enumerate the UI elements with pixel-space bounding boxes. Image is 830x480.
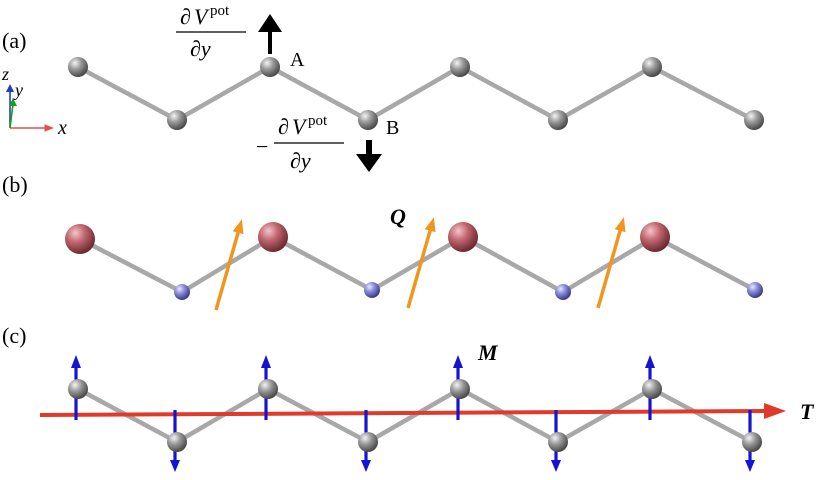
z-axis-head bbox=[6, 84, 14, 92]
atom-large bbox=[65, 224, 95, 254]
t-arrow-head bbox=[764, 403, 786, 419]
top-numerator-partial: ∂ bbox=[180, 4, 191, 29]
force-down-arrow bbox=[356, 140, 382, 172]
atom-small bbox=[555, 284, 571, 300]
atom-small bbox=[364, 282, 380, 298]
atom bbox=[167, 110, 187, 130]
top-denominator: ∂y bbox=[190, 36, 211, 61]
bond bbox=[174, 64, 273, 123]
panel-label-b: (b) bbox=[2, 172, 28, 197]
bond bbox=[267, 64, 371, 123]
bond bbox=[457, 386, 561, 445]
panel-a-chain bbox=[68, 57, 764, 130]
top-numerator-sup: pot bbox=[210, 3, 230, 19]
bond bbox=[457, 64, 561, 123]
bond bbox=[555, 386, 655, 445]
force-up-arrow bbox=[258, 14, 282, 54]
coordinate-axes: x y z bbox=[1, 64, 67, 139]
m-arrow-head bbox=[645, 355, 655, 368]
bond bbox=[77, 236, 185, 295]
atom-large bbox=[640, 222, 670, 252]
panel-b-chain bbox=[65, 217, 763, 311]
atom bbox=[642, 57, 662, 77]
m-arrow-head bbox=[453, 355, 463, 368]
atom bbox=[548, 432, 568, 452]
site-label-a: A bbox=[290, 49, 305, 71]
bond bbox=[75, 64, 180, 123]
q-arrow bbox=[214, 219, 244, 311]
top-numerator-var: V bbox=[194, 4, 210, 29]
bond bbox=[555, 64, 655, 123]
y-axis-line bbox=[9, 103, 14, 129]
bottom-denominator: ∂y bbox=[290, 148, 311, 173]
force-expression-bottom: − ∂ V pot ∂y bbox=[256, 113, 344, 173]
atom bbox=[167, 432, 187, 452]
q-arrow bbox=[406, 217, 436, 309]
m-arrow-head bbox=[361, 460, 371, 472]
atom-small bbox=[747, 282, 763, 298]
bond bbox=[365, 64, 463, 123]
bottom-numerator-partial: ∂ bbox=[278, 114, 289, 139]
m-arrow-head bbox=[170, 460, 180, 472]
bond bbox=[649, 386, 755, 445]
m-vector-label: M bbox=[477, 340, 499, 365]
m-arrow-head bbox=[745, 460, 755, 472]
m-arrow-head bbox=[551, 460, 561, 472]
panel-c-chain bbox=[39, 355, 786, 472]
atom bbox=[358, 432, 378, 452]
y-axis-head bbox=[9, 98, 17, 106]
atom bbox=[642, 379, 662, 399]
atom bbox=[358, 110, 378, 130]
atom bbox=[68, 57, 88, 77]
bottom-sign: − bbox=[256, 134, 268, 159]
site-label-b: B bbox=[386, 117, 399, 139]
atom bbox=[450, 379, 470, 399]
x-axis-label: x bbox=[57, 117, 67, 139]
panel-label-a: (a) bbox=[2, 28, 26, 53]
atom-small bbox=[174, 284, 190, 300]
bond bbox=[649, 64, 757, 123]
z-axis-label: z bbox=[1, 64, 9, 84]
t-vector-label: T bbox=[800, 399, 815, 424]
bottom-numerator-sup: pot bbox=[308, 113, 328, 129]
q-arrow bbox=[596, 217, 626, 309]
atom bbox=[450, 57, 470, 77]
bottom-numerator-var: V bbox=[292, 114, 308, 139]
bond bbox=[460, 234, 566, 295]
m-arrow-head bbox=[71, 355, 81, 368]
bond bbox=[265, 386, 371, 445]
atom bbox=[68, 379, 88, 399]
panel-label-c: (c) bbox=[2, 323, 26, 348]
atom-large bbox=[258, 222, 288, 252]
force-expression-top: ∂ V pot ∂y bbox=[176, 3, 246, 61]
atom-large bbox=[448, 222, 478, 252]
atom bbox=[742, 432, 762, 452]
bond bbox=[652, 234, 758, 293]
bond bbox=[270, 234, 375, 293]
bond bbox=[369, 234, 466, 293]
atom bbox=[548, 110, 568, 130]
t-arrow-shaft bbox=[39, 409, 767, 417]
atom bbox=[258, 379, 278, 399]
atom bbox=[744, 110, 764, 130]
atom bbox=[260, 57, 280, 77]
bond bbox=[365, 386, 463, 445]
m-arrow-head bbox=[261, 355, 271, 368]
y-axis-label: y bbox=[13, 80, 23, 100]
q-vector-label: Q bbox=[390, 204, 406, 229]
